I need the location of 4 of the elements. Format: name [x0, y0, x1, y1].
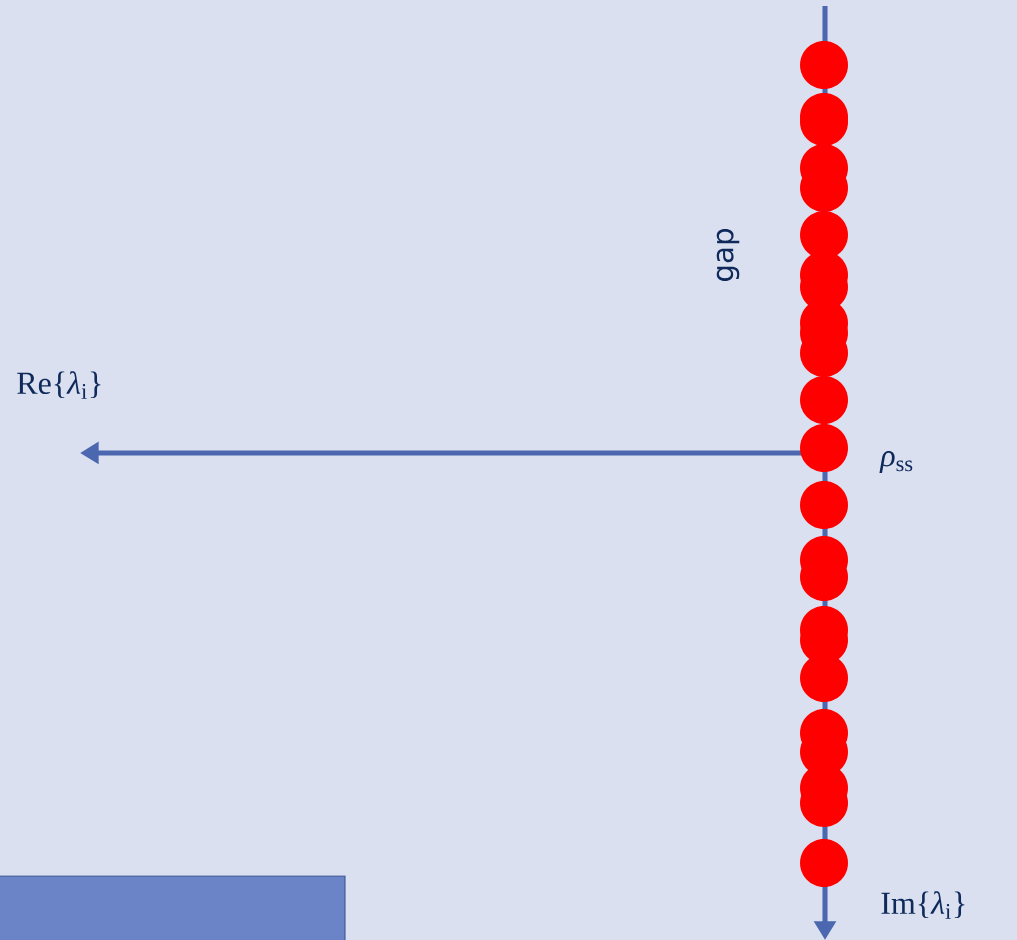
gap-label: gap [716, 228, 740, 281]
steady-state-label: ρ$_{ss}$ [879, 451, 913, 473]
axis-label: Re{λ$_{i}$} [17, 371, 101, 399]
axis-label: Im{λ$_{i}$} [881, 891, 965, 919]
